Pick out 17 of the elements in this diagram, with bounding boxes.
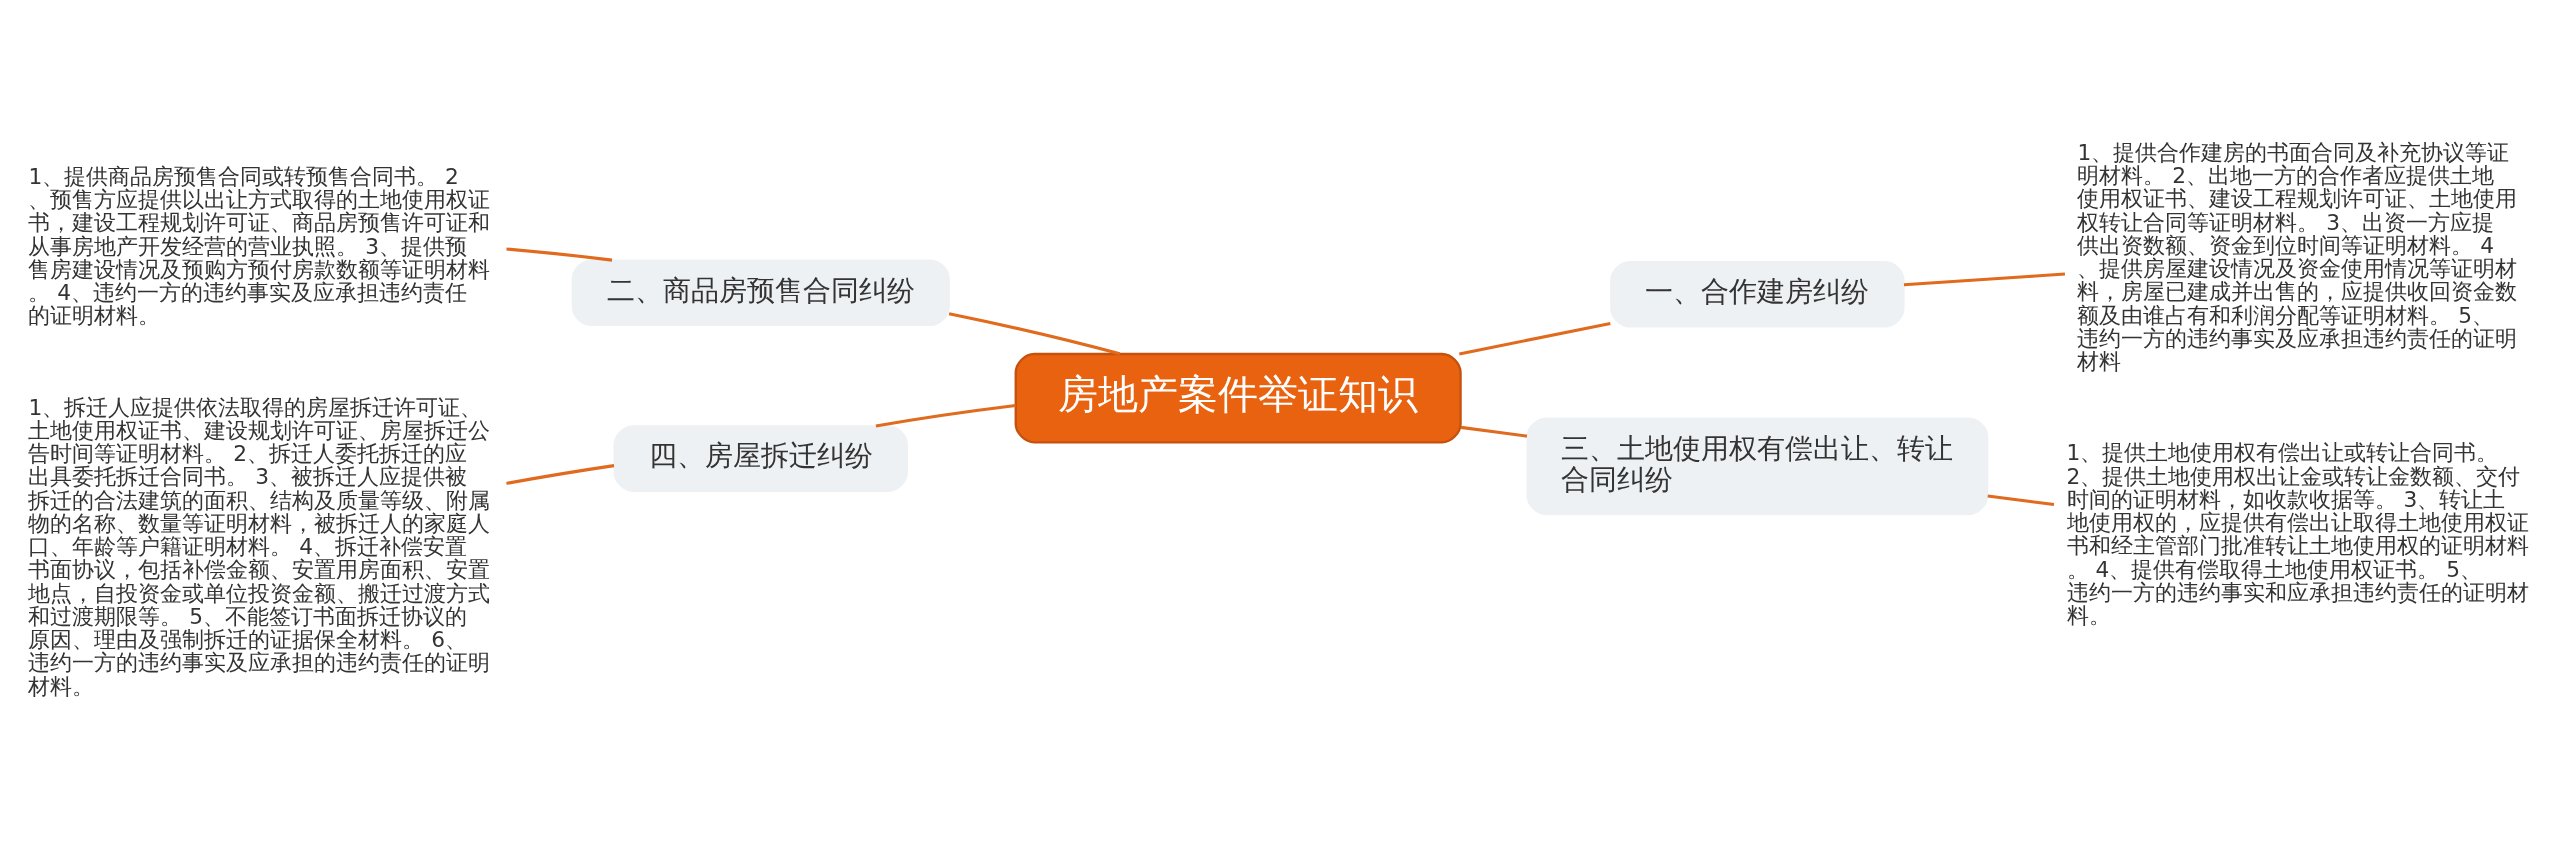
node-box: 二、商品房预售合同纠纷: [571, 258, 950, 326]
connector: [506, 463, 615, 485]
connector: [1987, 493, 2055, 506]
node-box: 三、土地使用权有偿出让、转让合同纠纷: [1526, 417, 1989, 515]
node-text: 1、拆迁人应提供依法取得的房屋拆迁许可证、土地使用权证书、建设规划许可证、房屋拆迁公告时间等证明材料。 2、拆迁人委托拆迁的应出具委托拆迁合同书。 3、被拆迁人应提供被拆迁的合法建筑的面积、结构及质量等级、附属物的名称、数量等证明材料，被拆迁人的家庭人口、年龄等户籍证明材料。 4、拆迁补偿安置书面协议，包括补偿金额、安置用房面积、安置地点，自投资金或单位投资金额、搬迁过渡方式和过渡期限等。 5、不能签订书面拆迁协议的原因、理由及强制拆迁的证据保全材料。 6、违约一方的违约事实及应承担的违约责任的证明材料。: [28, 394, 491, 699]
node-box: 房地产案件举证知识: [1014, 352, 1462, 443]
connector: [1460, 425, 1528, 438]
connector: [506, 246, 613, 262]
node-text: 1、提供土地使用权有偿出让或转让合同书。 2、提供土地使用权出让金或转让金数额、交付时间的证明材料，如收款收据等。 3、转让土地使用权的，应提供有偿出让取得土地使用权证书和经主管部门批准转让土地使用权的证明材料。 4、提供有偿取得土地使用权证书。 5、违约一方的违约事实和应承担违约责任的证明材料。: [2066, 439, 2529, 628]
connector: [948, 311, 1121, 355]
connector: [875, 403, 1016, 427]
node-box: 四、房屋拆迁纠纷: [613, 424, 908, 492]
connector: [1903, 272, 2065, 286]
node-text: 1、提供合作建房的书面合同及补充协议等证明材料。 2、出地一方的合作者应提供土地使用权证书、建设工程规划许可证、土地使用权转让合同等证明材料。 3、出资一方应提供出资数额、资金到位时间等证明材料。 4、提供房屋建设情况及资金使用情况等证明材料，房屋已建成并出售的，应提供收回资金数额及由谁占有和利润分配等证明材料。 5、违约一方的违约事实及应承担违约责任的证明材料: [2077, 139, 2518, 374]
node-box: 一、合作建房纠纷: [1610, 260, 1905, 328]
node-text: 1、提供商品房预售合同或转预售合同书。 2、预售方应提供以出让方式取得的土地使用权证书，建设工程规划许可证、商品房预售许可证和从事房地产开发经营的营业执照。 3、提供预售房建设情况及预购方预付房款数额等证明材料。 4、违约一方的违约事实及应承担违约责任的证明材料。: [28, 163, 491, 328]
connector: [1459, 321, 1611, 355]
